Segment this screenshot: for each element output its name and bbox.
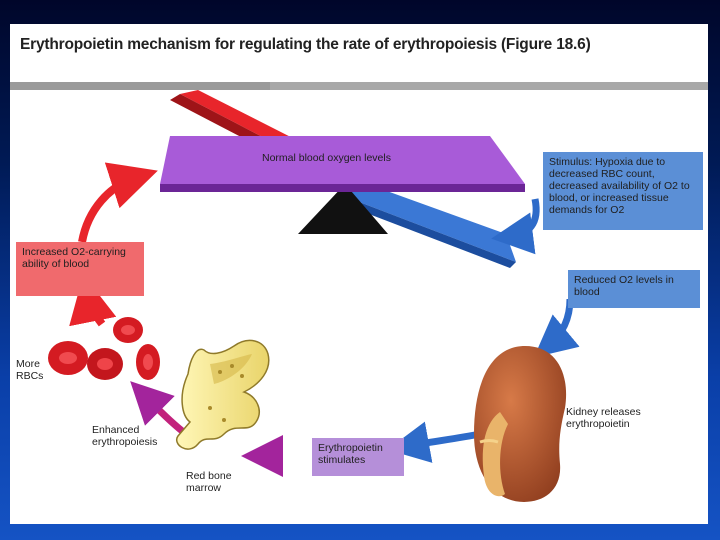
blue-arrow-stimulus bbox=[491, 198, 540, 255]
blue-arrow-reduced bbox=[533, 298, 580, 358]
epo-stimulates-box: Erythropoietin stimulates bbox=[312, 438, 404, 476]
title-underline-right bbox=[270, 82, 708, 90]
blue-arrow-kidney bbox=[387, 421, 481, 463]
red-arrow-top bbox=[78, 162, 158, 243]
enhanced-erythropoiesis-label: Enhanced erythropoiesis bbox=[92, 424, 158, 448]
title-underline bbox=[10, 82, 270, 90]
feedback-diagram bbox=[48, 90, 580, 502]
kidney bbox=[474, 346, 567, 502]
bone bbox=[175, 339, 270, 450]
balance-platform bbox=[160, 136, 525, 192]
more-rbcs-label: More RBCs bbox=[16, 358, 44, 382]
epo-stimulates-text: Erythropoietin stimulates bbox=[318, 442, 383, 466]
fulcrum bbox=[298, 184, 388, 234]
kidney-label: Kidney releases erythropoietin bbox=[566, 406, 641, 430]
bone-marrow-label: Red bone marrow bbox=[186, 470, 232, 494]
slide-title: Erythropoietin mechanism for regulating … bbox=[20, 36, 591, 53]
balance-label: Normal blood oxygen levels bbox=[262, 152, 391, 164]
red-arrow-middle bbox=[69, 274, 117, 327]
stimulus-box: Stimulus: Hypoxia due to decreased RBC c… bbox=[543, 152, 703, 230]
red-blood-cells bbox=[48, 317, 160, 380]
increased-o2-text: Increased O2-carrying ability of blood bbox=[22, 246, 126, 270]
blue-scale-bar bbox=[340, 174, 516, 268]
increased-o2-box: Increased O2-carrying ability of blood bbox=[16, 242, 144, 296]
slide: Erythropoietin mechanism for regulating … bbox=[10, 24, 708, 524]
reduced-o2-box: Reduced O2 levels in blood bbox=[568, 270, 700, 308]
stimulus-text: Stimulus: Hypoxia due to decreased RBC c… bbox=[549, 156, 690, 216]
reduced-o2-text: Reduced O2 levels in blood bbox=[574, 274, 674, 298]
